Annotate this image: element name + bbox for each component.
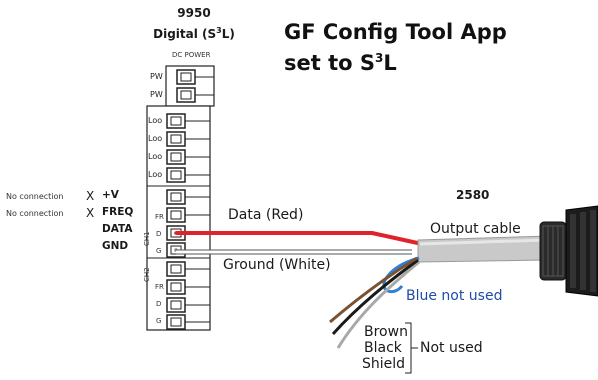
x-mark-1: X (86, 189, 95, 203)
dc-power-terminal-block (165, 65, 215, 107)
cable-label: Output cable (430, 221, 521, 237)
black-label: Black (364, 340, 402, 356)
red-data-wire (176, 231, 423, 246)
device-model: 9950 (177, 6, 211, 20)
sensor-model: 2580 (456, 188, 490, 202)
shield-label: Shield (362, 356, 406, 372)
pin-data: DATA (102, 223, 133, 235)
x-mark-2: X (86, 206, 95, 220)
terminal-screws (166, 113, 186, 330)
ch2-term-g: G (156, 317, 162, 325)
power-label-1: PW (150, 72, 163, 81)
loop-label-3: Loo (148, 152, 163, 161)
dc-power-label: DC POWER (172, 51, 211, 59)
mode-superscript: 3 (216, 26, 222, 35)
device-mode: Digital (S3L) (144, 26, 244, 41)
ch2-term-fr: FR (155, 283, 164, 291)
page-title-line1: GF Config Tool App (284, 20, 507, 44)
not-used-bracket (405, 322, 418, 374)
title-superscript: 3 (375, 51, 384, 65)
mode-prefix: Digital (S (153, 27, 217, 41)
mode-suffix: L) (221, 27, 235, 41)
blue-wire-label: Blue not used (406, 288, 503, 304)
page-title-line2: set to S3L (284, 52, 397, 74)
pin-freq: FREQ (102, 206, 134, 218)
brown-label: Brown (364, 324, 408, 340)
ch1-label: CH1 (143, 231, 151, 246)
data-wire-label: Data (Red) (228, 207, 304, 223)
ch1-term-d: D (156, 230, 162, 238)
pin-gnd: GND (102, 240, 129, 252)
no-connection-1: No connection (6, 192, 64, 201)
not-used-label: Not used (420, 340, 483, 356)
brown-wire (329, 256, 418, 324)
black-wire (331, 258, 419, 335)
power-label-2: PW (150, 90, 163, 99)
title-suffix: L (383, 51, 397, 75)
loop-label-1: Loo (148, 116, 163, 125)
ch2-label: CH2 (143, 267, 151, 282)
ch1-term-fr: FR (155, 213, 164, 221)
loop-label-4: Loo (148, 170, 163, 179)
ch2-term-d: D (156, 300, 162, 308)
loop-label-2: Loo (148, 134, 163, 143)
sensor-connector (539, 205, 598, 297)
pin-v-plus: +V (102, 189, 119, 201)
output-cable (417, 235, 549, 263)
shield-wire (336, 260, 420, 349)
no-connection-2: No connection (6, 209, 64, 218)
ground-wire-label: Ground (White) (223, 257, 331, 273)
title-prefix: set to S (284, 51, 375, 75)
ch1-term-g: G (156, 247, 162, 255)
